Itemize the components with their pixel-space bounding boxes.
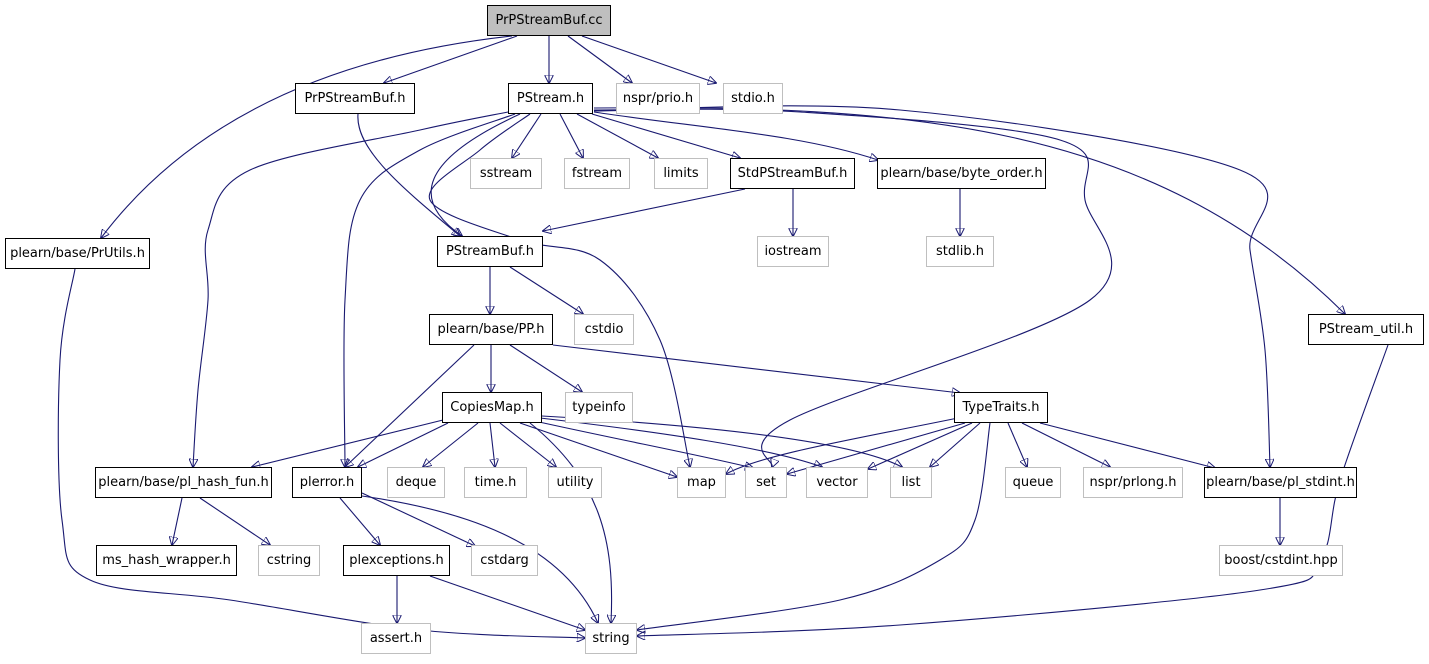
edge-prpstreambuf_h-to-pstreambuf_h: [357, 113, 460, 236]
edge-pstreambuf_h-to-cstdio: [509, 266, 583, 314]
edge-pstream_h-to-plerror: [344, 113, 516, 467]
node-sstream: sstream: [470, 158, 542, 189]
edge-copiesmap-to-utility: [499, 422, 556, 467]
edge-typetraits-to-list: [930, 422, 981, 467]
edge-copiesmap-to-string: [529, 422, 612, 623]
node-deque: deque: [387, 467, 445, 498]
node-utility: utility: [548, 467, 602, 498]
node-typetraits[interactable]: TypeTraits.h: [954, 392, 1048, 423]
node-string: string: [585, 623, 637, 654]
node-list: list: [890, 467, 932, 498]
node-pp-h[interactable]: plearn/base/PP.h: [429, 314, 553, 345]
node-prpstreambuf-h[interactable]: PrPStreamBuf.h: [295, 83, 415, 114]
edge-copiesmap-to-deque: [423, 422, 479, 467]
node-byte-order[interactable]: plearn/base/byte_order.h: [877, 158, 1046, 189]
edge-typetraits-to-queue: [1007, 422, 1027, 467]
node-ms-hash-wrapper[interactable]: ms_hash_wrapper.h: [96, 545, 237, 576]
edge-plexceptions-to-string: [429, 575, 585, 630]
node-pstream-h[interactable]: PStream.h: [508, 83, 593, 114]
node-vector: vector: [806, 467, 868, 498]
node-pr-utils[interactable]: plearn/base/PrUtils.h: [5, 238, 150, 269]
node-prpstreambuf-cc[interactable]: PrPStreamBuf.cc: [487, 5, 611, 36]
edge-prpstreambuf_cc-to-nspr_prio: [567, 35, 632, 83]
node-fstream: fstream: [564, 158, 630, 189]
edge-copiesmap-to-time_h: [489, 422, 495, 467]
edge-typetraits-to-pl_stdint: [1039, 422, 1215, 468]
edge-plerror-to-cstdarg: [361, 492, 475, 546]
edge-typetraits-to-set: [787, 422, 966, 474]
edge-pstream_h-to-pl_hash_fun: [193, 111, 509, 467]
edge-pstream_h-to-pstream_util: [593, 107, 1345, 314]
edge-pstream_h-to-fstream: [559, 113, 583, 158]
edge-typetraits-to-nspr_prlong: [1021, 422, 1110, 467]
node-limits: limits: [654, 158, 708, 189]
edge-typetraits-to-string: [637, 422, 991, 630]
node-copiesmap[interactable]: CopiesMap.h: [442, 392, 542, 423]
edge-copiesmap-to-vector: [539, 417, 822, 467]
edge-pstream_h-to-limits: [576, 113, 658, 158]
node-boost-cstdint: boost/cstdint.hpp: [1219, 545, 1343, 576]
edge-pp_h-to-plerror: [345, 344, 475, 467]
edge-pp_h-to-typetraits: [552, 344, 960, 393]
edge-copiesmap-to-set: [529, 419, 753, 468]
edge-copiesmap-to-plerror: [358, 422, 449, 467]
edge-pstream_h-to-sstream: [512, 113, 542, 158]
node-cstring: cstring: [258, 545, 320, 576]
edge-plerror-to-plexceptions: [339, 497, 380, 545]
node-pl-hash-fun[interactable]: plearn/base/pl_hash_fun.h: [95, 467, 272, 498]
node-nspr-prio: nspr/prio.h: [616, 83, 700, 114]
edge-pp_h-to-typeinfo: [509, 344, 582, 392]
node-plerror[interactable]: plerror.h: [292, 467, 362, 498]
node-set: set: [745, 467, 787, 498]
node-cstdio: cstdio: [574, 314, 634, 345]
edge-pstream_h-to-pstreambuf_h: [430, 113, 521, 236]
node-queue: queue: [1005, 467, 1061, 498]
edge-pstream_h-to-pl_stdint: [593, 105, 1270, 467]
node-assert-h: assert.h: [361, 623, 431, 654]
node-time-h: time.h: [464, 467, 527, 498]
node-plexceptions[interactable]: plexceptions.h: [343, 545, 450, 576]
edge-prpstreambuf_cc-to-prpstreambuf_h: [384, 35, 518, 83]
node-pstream-util[interactable]: PStream_util.h: [1308, 314, 1424, 345]
node-iostream: iostream: [757, 236, 829, 267]
edge-typetraits-to-vector: [868, 422, 973, 469]
edge-pstream_h-to-byte_order: [593, 111, 878, 160]
edge-copiesmap-to-pl_hash_fun: [252, 419, 444, 467]
edge-plerror-to-string: [361, 495, 598, 623]
node-pstreambuf-h[interactable]: PStreamBuf.h: [437, 236, 543, 267]
node-map: map: [677, 467, 726, 498]
edge-pl_hash_fun-to-cstring: [199, 497, 270, 545]
edge-pstream_h-to-stdpstreambuf: [591, 113, 740, 158]
node-typeinfo: typeinfo: [565, 392, 633, 423]
edge-typetraits-to-map: [726, 417, 959, 474]
edge-prpstreambuf_cc-to-stdio_h: [581, 35, 716, 83]
node-stdpstreambuf[interactable]: StdPStreamBuf.h: [730, 158, 855, 189]
node-stdlib-h: stdlib.h: [926, 236, 994, 267]
edge-prpstreambuf_cc-to-pr_utils: [101, 35, 513, 238]
node-cstdarg: cstdarg: [471, 545, 538, 576]
edge-copiesmap-to-list: [541, 415, 902, 467]
edge-pstream_h-to-set: [593, 108, 1113, 467]
node-pl-stdint[interactable]: plearn/base/pl_stdint.h: [1204, 467, 1357, 498]
node-stdio-h: stdio.h: [723, 83, 783, 114]
edge-stdpstreambuf-to-pstreambuf_h: [543, 188, 746, 231]
edge-pl_hash_fun-to-ms_hash_wrapper: [172, 497, 183, 545]
edge-copiesmap-to-map: [519, 422, 677, 477]
node-nspr-prlong: nspr/prlong.h: [1083, 467, 1183, 498]
